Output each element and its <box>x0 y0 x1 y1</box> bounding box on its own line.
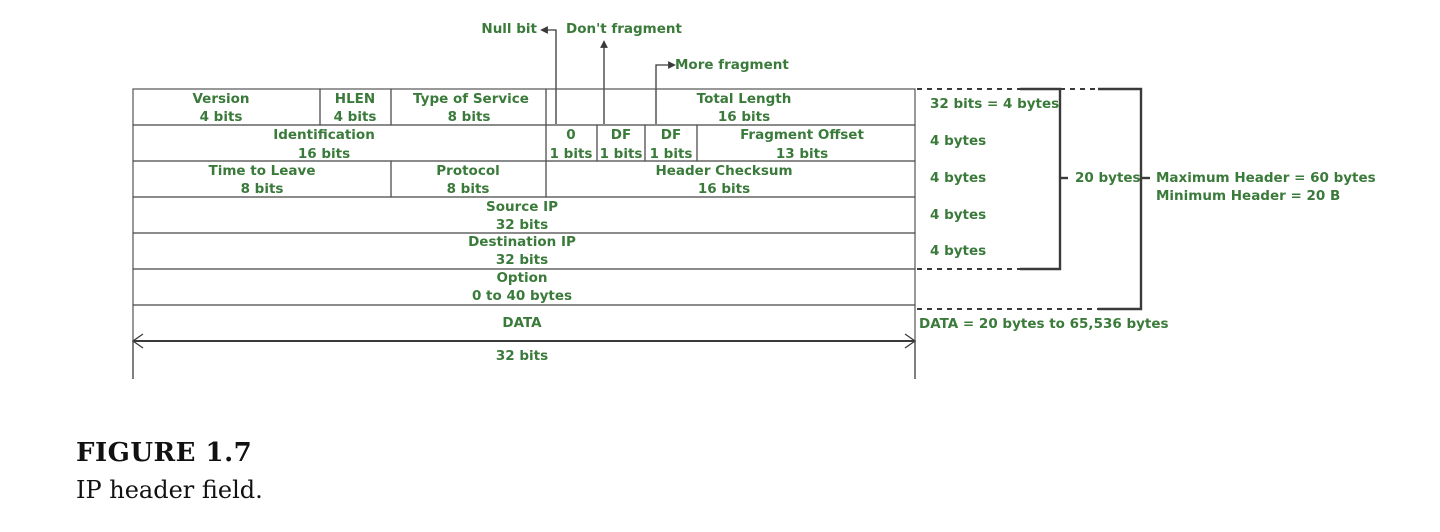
field-dont-fragment-name: DF <box>611 127 631 143</box>
field-dont-fragment-size: 1 bits <box>600 146 643 162</box>
figure-caption: IP header field. <box>76 476 263 504</box>
field-option-name: Option <box>496 270 547 286</box>
row-5-bytes: 4 bytes <box>930 243 986 259</box>
field-header-checksum-size: 16 bits <box>698 181 750 197</box>
size-braces: 20 bytes Maximum Header = 60 bytes Minim… <box>917 87 1376 311</box>
header-20-bytes-brace <box>1020 87 1062 271</box>
header-60-bytes-brace <box>1098 87 1143 311</box>
field-total-length-size: 16 bits <box>718 109 770 125</box>
field-option-size: 0 to 40 bytes <box>472 288 572 304</box>
header-row-6: Option 0 to 40 bytes <box>132 268 916 306</box>
header-row-5: Destination IP 32 bits <box>132 232 916 270</box>
field-protocol-name: Protocol <box>436 163 499 179</box>
max-header-label: Maximum Header = 60 bytes <box>1156 170 1376 186</box>
field-destination-ip-name: Destination IP <box>468 234 576 250</box>
row-2-bytes: 4 bytes <box>930 133 986 149</box>
null-bit-label: Null bit <box>481 21 537 37</box>
figure-number: FIGURE 1.7 <box>76 438 253 468</box>
byte-count-column: 32 bits = 4 bytes 4 bytes 4 bytes 4 byte… <box>919 96 1169 332</box>
field-hlen-name: HLEN <box>335 91 375 107</box>
header-20-bytes-label: 20 bytes <box>1075 170 1141 186</box>
field-null-bit-size: 1 bits <box>550 146 593 162</box>
field-identification-name: Identification <box>273 127 375 143</box>
field-type-of-service-size: 8 bits <box>448 109 491 125</box>
field-source-ip-name: Source IP <box>486 199 558 215</box>
field-version-name: Version <box>192 91 249 107</box>
field-total-length-name: Total Length <box>697 91 792 107</box>
row-4-bytes: 4 bytes <box>930 207 986 223</box>
field-data-name: DATA <box>502 315 542 331</box>
row-1-bytes: 32 bits = 4 bytes <box>930 96 1059 112</box>
data-size-note: DATA = 20 bytes to 65,536 bytes <box>919 316 1169 332</box>
data-row: DATA <box>132 304 916 342</box>
field-protocol-size: 8 bits <box>447 181 490 197</box>
field-hlen-size: 4 bits <box>334 109 377 125</box>
field-time-to-leave-size: 8 bits <box>241 181 284 197</box>
header-row-3: Time to Leave 8 bits Protocol 8 bits Hea… <box>132 160 916 198</box>
field-more-fragment-name: DF <box>661 127 681 143</box>
field-fragment-offset-name: Fragment Offset <box>740 127 864 143</box>
header-row-1: Version 4 bits HLEN 4 bits Type of Servi… <box>132 88 916 126</box>
callouts: Null bit Don't fragment More fragment <box>481 21 789 124</box>
field-type-of-service-name: Type of Service <box>413 91 529 107</box>
field-header-checksum-name: Header Checksum <box>655 163 792 179</box>
header-row-4: Source IP 32 bits <box>132 196 916 234</box>
field-identification-size: 16 bits <box>298 146 350 162</box>
width-label: 32 bits <box>496 348 548 364</box>
width-indicator: 32 bits <box>131 333 917 379</box>
min-header-label: Minimum Header = 20 B <box>1156 188 1340 204</box>
field-time-to-leave-name: Time to Leave <box>208 163 315 179</box>
null-bit-arrow <box>540 26 557 124</box>
field-destination-ip-size: 32 bits <box>496 252 548 268</box>
field-null-bit-name: 0 <box>566 127 575 143</box>
ip-header-diagram: Null bit Don't fragment More fragment Ve… <box>131 21 1376 379</box>
field-source-ip-size: 32 bits <box>496 217 548 233</box>
header-row-2: Identification 16 bits 0 1 bits DF 1 bit… <box>132 124 916 162</box>
field-more-fragment-size: 1 bits <box>650 146 693 162</box>
dont-fragment-label: Don't fragment <box>566 21 683 37</box>
more-fragment-arrow <box>655 61 676 124</box>
field-version-size: 4 bits <box>200 109 243 125</box>
field-fragment-offset-size: 13 bits <box>776 146 828 162</box>
more-fragment-label: More fragment <box>675 57 789 73</box>
row-3-bytes: 4 bytes <box>930 170 986 186</box>
